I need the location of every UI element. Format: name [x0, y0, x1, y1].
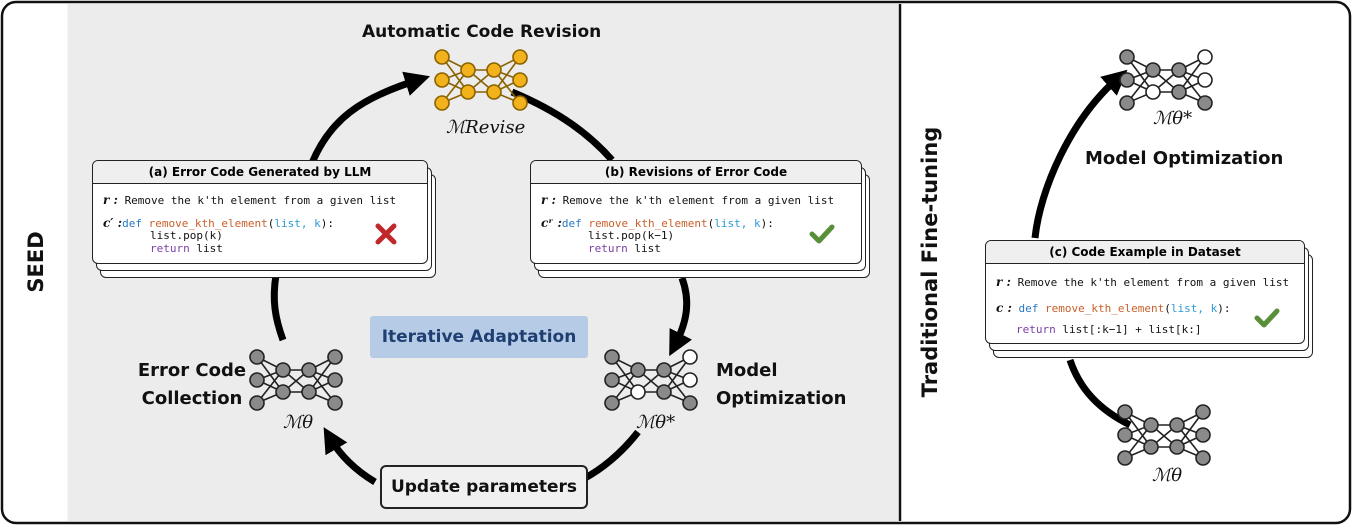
arrow-traditional-up — [1031, 69, 1128, 239]
card-c-fn: remove_kth_element — [1045, 302, 1165, 315]
iterative-adaptation-badge: Iterative Adaptation — [370, 316, 588, 358]
update-parameters-label: Update parameters — [390, 477, 578, 497]
card-c-return: return — [1016, 323, 1056, 336]
card-c-r-text: Remove the k'th element from a given lis… — [1017, 276, 1290, 289]
card-b-def: def — [561, 217, 582, 230]
cross-icon — [375, 223, 397, 245]
error-collection-label: Error Code Collection — [132, 357, 252, 413]
card-a-line2: list.pop(k) — [150, 229, 223, 242]
theta-model-label: ℳθ — [283, 412, 314, 433]
card-c-title: (c) Code Example in Dataset — [986, 241, 1304, 264]
model-optimization-label: Model Optimization — [716, 357, 856, 413]
revise-model-label: ℳRevise — [446, 117, 526, 138]
arrow-update-to-theta — [323, 427, 377, 486]
arrow-traditional-bottom — [1066, 358, 1132, 429]
card-b-r-label: r : — [541, 193, 556, 207]
card-b-return: return — [588, 242, 628, 255]
arrow-optimization-to-update — [583, 429, 641, 482]
card-a-args: list, k — [274, 217, 321, 230]
seed-section-label: SEED — [24, 231, 48, 293]
check-icon — [809, 224, 835, 244]
revision-title: Automatic Code Revision — [362, 22, 602, 42]
card-a-title: (a) Error Code Generated by LLM — [93, 161, 427, 184]
theta-star-model-label: ℳθ* — [636, 412, 676, 433]
card-error-code: (a) Error Code Generated by LLM r : Remo… — [92, 160, 438, 278]
theta-network-icon — [249, 349, 343, 411]
card-b-fn: remove_kth_element — [588, 217, 708, 230]
error-collection-line1: Error Code — [137, 360, 247, 381]
card-b-r-text: Remove the k'th element from a given lis… — [562, 194, 835, 207]
card-a-fn: remove_kth_element — [148, 217, 268, 230]
traditional-model-optimization-label: Model Optimization — [1085, 148, 1284, 169]
card-a-r-text: Remove the k'th element from a given lis… — [124, 194, 397, 207]
card-b-line2: list.pop(k−1) — [588, 229, 675, 242]
card-c-c-label: c : — [996, 301, 1012, 315]
traditional-theta-label: ℳθ — [1152, 465, 1183, 486]
card-c-def: def — [1018, 302, 1039, 315]
traditional-theta-network-icon — [1117, 404, 1211, 466]
card-b-c-label: cʳ : — [541, 216, 562, 230]
card-a-return: return — [150, 242, 190, 255]
arrow-theta-to-a — [270, 274, 287, 342]
card-a-return-val: list — [196, 242, 223, 255]
revise-network-icon — [434, 49, 528, 111]
card-b-args: list, k — [714, 217, 761, 230]
card-revised-code: (b) Revisions of Error Code r : Remove t… — [530, 160, 876, 278]
card-c-return-val: list[:k−1] + list[k:] — [1062, 323, 1202, 336]
error-collection-line2: Collection — [141, 388, 243, 409]
update-parameters-button[interactable]: Update parameters — [380, 465, 588, 509]
card-c-args: list, k — [1170, 302, 1218, 315]
arrow-to-revision — [308, 71, 431, 165]
card-dataset-example: (c) Code Example in Dataset r : Remove t… — [985, 240, 1319, 358]
card-b-return-val: list — [634, 242, 661, 255]
arrow-b-to-optimization — [669, 276, 692, 357]
arrow-revision-to-b — [510, 88, 615, 163]
check-icon — [1254, 308, 1280, 328]
card-a-c-label: c′ : — [103, 216, 123, 230]
theta-star-network-icon — [604, 349, 698, 411]
traditional-theta-star-label: ℳθ* — [1153, 108, 1193, 129]
model-optimization-line2: Optimization — [716, 388, 847, 409]
traditional-section-label: Traditional Fine-tuning — [918, 126, 942, 398]
card-a-r-label: r : — [103, 193, 118, 207]
iterative-adaptation-label: Iterative Adaptation — [381, 327, 577, 347]
traditional-theta-star-network-icon — [1119, 49, 1213, 111]
card-a-def: def — [122, 217, 142, 230]
card-b-title: (b) Revisions of Error Code — [531, 161, 861, 184]
card-c-r-label: r : — [996, 275, 1011, 289]
model-optimization-line1: Model — [716, 360, 778, 381]
